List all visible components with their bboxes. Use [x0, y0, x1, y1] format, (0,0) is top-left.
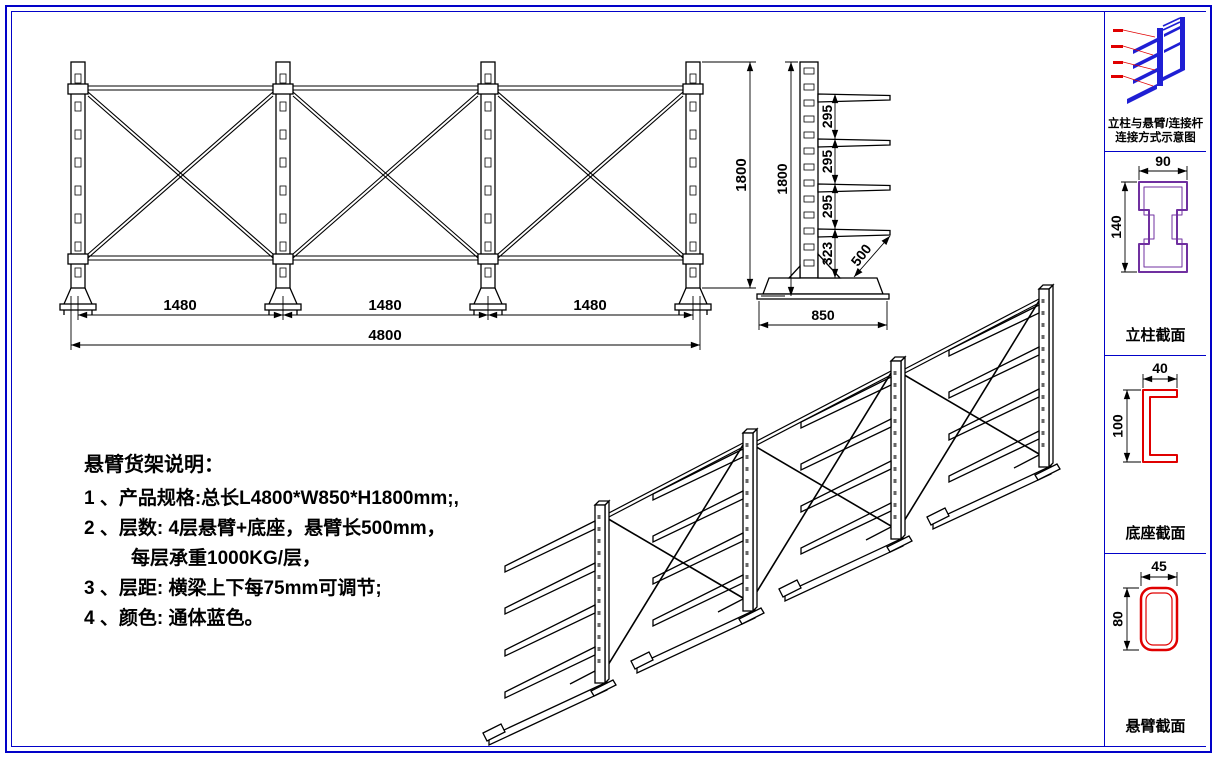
detail-caption-line2: 连接方式示意图: [1115, 132, 1196, 144]
iso-bracing-bay-1: [604, 442, 744, 671]
front-elevation-view: 1480 1480 1480 4800 1800: [59, 61, 756, 350]
front-dim-height: 1800: [733, 158, 750, 191]
iso-structure: [481, 283, 1062, 747]
column-section-drawing: 90 140: [1108, 153, 1188, 273]
iso-bracing-bay-2: [752, 370, 892, 599]
base-width-dim: 40: [1152, 360, 1168, 376]
column-width-dim: 90: [1155, 153, 1171, 169]
side-dim-spacing-3: 295: [819, 195, 835, 219]
front-dim-bay-2: 1480: [368, 297, 401, 314]
note-line: 3 、层距: 横梁上下每75mm可调节;: [84, 578, 382, 599]
side-dim-spacing-1: 295: [819, 105, 835, 129]
detail-caption: 立柱与悬臂/连接杆 连接方式示意图: [1108, 117, 1203, 151]
base-section-drawing: 40 100: [1109, 360, 1178, 463]
arm-profile: [1139, 586, 1178, 652]
column-section-label: 立柱截面: [1125, 327, 1186, 344]
side-dim-base: 850: [811, 307, 835, 323]
front-dim-bay-3: 1480: [573, 297, 606, 314]
side-dim-spacing-2: 295: [819, 150, 835, 174]
front-dim-bay-1: 1480: [163, 297, 196, 314]
note-line: 4 、颜色: 通体蓝色。: [84, 608, 264, 629]
notes-title: 悬臂货架说明：: [84, 454, 224, 476]
isometric-view: [481, 283, 1062, 747]
base-profile: [1141, 389, 1178, 463]
arm-cross-section: 45 80 悬臂截面: [1105, 554, 1206, 746]
sidebar-panel: 立柱与悬臂/连接杆 连接方式示意图 90 140 立柱截面: [1104, 12, 1206, 746]
side-elevation-view: 1800 295 295 295 323 500 850: [756, 61, 891, 330]
side-dim-bottom: 323: [819, 242, 835, 266]
front-dim-total: 4800: [368, 327, 401, 344]
note-line: 1 、产品规格:总长L4800*W850*H1800mm;,: [84, 488, 459, 509]
spec-notes: 悬臂货架说明： 1 、产品规格:总长L4800*W850*H1800mm;, 2…: [84, 448, 524, 634]
column-cross-section: 90 140 立柱截面: [1105, 152, 1206, 356]
detail-caption-line1: 立柱与悬臂/连接杆: [1107, 118, 1204, 130]
connection-detail-section: 立柱与悬臂/连接杆 连接方式示意图: [1105, 12, 1206, 152]
arm-section-drawing: 45 80: [1109, 558, 1178, 652]
sheet-outer-border: [5, 5, 1212, 753]
arm-width-dim: 45: [1151, 558, 1167, 574]
detail-labels: [1110, 29, 1155, 87]
arm-height-dim: 80: [1109, 611, 1125, 627]
side-dim-height: 1800: [774, 163, 790, 194]
connection-detail-diagram: [1110, 17, 1185, 104]
base-cross-section: 40 100 底座截面: [1105, 356, 1206, 554]
arm-section-label: 悬臂截面: [1125, 718, 1186, 735]
column-profile: [1137, 181, 1188, 273]
side-structure: [756, 61, 891, 300]
base-height-dim: 100: [1109, 414, 1125, 438]
base-section-label: 底座截面: [1125, 525, 1186, 542]
note-line: 每层承重1000KG/层，: [131, 548, 322, 569]
note-line: 2 、层数: 4层悬臂+底座，悬臂长500mm，: [84, 518, 446, 539]
iso-bracing-bay-3: [900, 298, 1040, 527]
detail-structure: [1126, 17, 1185, 104]
column-height-dim: 140: [1108, 215, 1124, 239]
front-dimensions: 1480 1480 1480 4800 1800: [70, 61, 756, 350]
